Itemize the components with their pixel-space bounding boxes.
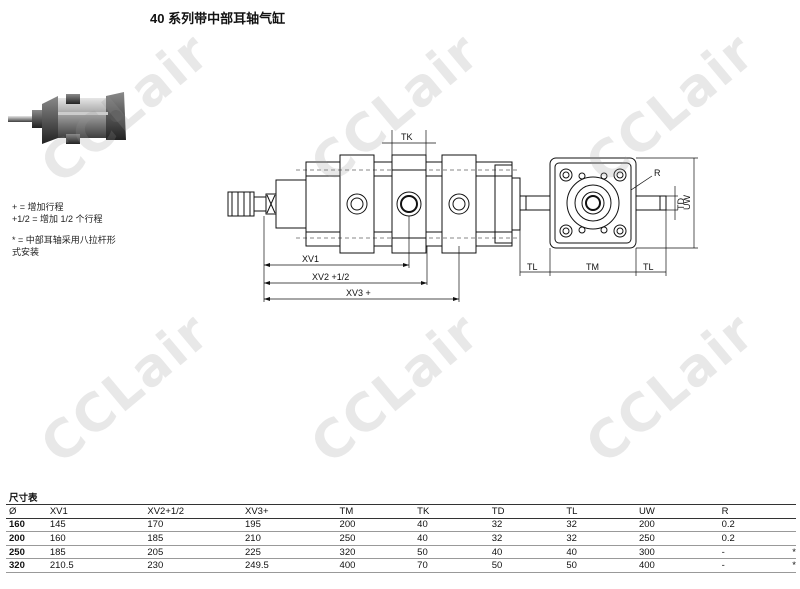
- dimension-table: 尺寸表 Ø XV1 XV2+1/2 XV3+ TM TK TD TL UW R …: [6, 490, 796, 573]
- table-row: 200 160 185 210 250 40 32 32 250 0.2: [6, 531, 796, 546]
- table-cell: 32: [488, 518, 564, 533]
- table-cell: [789, 518, 796, 533]
- table-cell: 205: [144, 545, 242, 560]
- tl-left-label: TL: [527, 262, 538, 272]
- table-header: [789, 504, 796, 519]
- table-cell: -: [718, 545, 790, 560]
- table-cell: *: [789, 545, 796, 560]
- table-cell: 160: [46, 531, 145, 546]
- watermark: CCLair: [575, 301, 767, 476]
- r-label: R: [654, 168, 661, 178]
- table-cell: 320: [6, 558, 47, 573]
- table-cell: 145: [46, 518, 145, 533]
- table-header: UW: [635, 504, 719, 519]
- table-header: XV3+: [242, 504, 337, 519]
- notes: + = 增加行程 +1/2 = 增加 1/2 个行程 * = 中部耳轴采用八拉杆…: [12, 201, 116, 258]
- table-cell: 40: [563, 545, 636, 560]
- table-cell: 0.2: [718, 518, 790, 533]
- watermark: CCLair: [300, 301, 492, 476]
- table-cell: 200: [336, 518, 415, 533]
- table-row: 250 185 205 225 320 50 40 40 300 - *: [6, 545, 796, 560]
- side-view: [227, 130, 521, 302]
- table-header: TM: [336, 504, 415, 519]
- xv3-label: XV3 +: [346, 288, 371, 298]
- page-title: 40 系列带中部耳轴气缸: [150, 11, 286, 26]
- note-star: * = 中部耳轴采用八拉杆形: [12, 235, 116, 245]
- uw-label: UW: [682, 195, 692, 210]
- table-cell: 225: [242, 545, 337, 560]
- cylinder-photo: [8, 92, 126, 144]
- end-view: [519, 157, 698, 276]
- table-cell: 40: [414, 531, 489, 546]
- table-cell: 40: [414, 518, 489, 533]
- table-cell: 400: [336, 558, 415, 573]
- watermark: CCLair: [30, 301, 222, 476]
- table-header-row: Ø XV1 XV2+1/2 XV3+ TM TK TD TL UW R: [6, 504, 796, 519]
- table-cell: 250: [336, 531, 415, 546]
- table-cell: 40: [488, 545, 564, 560]
- table-cell: 200: [635, 518, 719, 533]
- table-header: XV2+1/2: [144, 504, 242, 519]
- note-half: +1/2 = 增加 1/2 个行程: [12, 214, 103, 224]
- note-plus: + = 增加行程: [12, 202, 64, 212]
- table-cell: 70: [414, 558, 489, 573]
- table-cell: *: [789, 558, 796, 573]
- table-header: Ø: [6, 504, 47, 519]
- table-header: R: [718, 504, 790, 519]
- table-cell: 160: [6, 518, 47, 533]
- table-cell: 400: [635, 558, 719, 573]
- table-cell: 0.2: [718, 531, 790, 546]
- table-cell: [789, 531, 796, 546]
- table-cell: 320: [336, 545, 415, 560]
- note-star-cont: 式安装: [12, 247, 40, 257]
- table-cell: 300: [635, 545, 719, 560]
- table-cell: 210.5: [46, 558, 145, 573]
- table-cell: 50: [563, 558, 636, 573]
- table-cell: 32: [563, 518, 636, 533]
- table-cell: -: [718, 558, 790, 573]
- end-dim-labels: TL TM TL R TD UW: [527, 168, 692, 272]
- table-header: TL: [563, 504, 636, 519]
- table-cell: 230: [144, 558, 242, 573]
- table-row: 320 210.5 230 249.5 400 70 50 50 400 - *: [6, 558, 796, 573]
- table-cell: 50: [488, 558, 564, 573]
- table-cell: 200: [6, 531, 47, 546]
- technical-drawing: TK XV1 XV2 +1/2 XV3 +: [227, 130, 698, 302]
- tk-label: TK: [401, 132, 413, 142]
- xv1-label: XV1: [302, 254, 319, 264]
- table-cell: 195: [242, 518, 337, 533]
- table-cell: 50: [414, 545, 489, 560]
- table-cell: 185: [46, 545, 145, 560]
- table-header: TK: [414, 504, 489, 519]
- tm-label: TM: [586, 262, 599, 272]
- table-cell: 249.5: [242, 558, 337, 573]
- table-cell: 250: [6, 545, 47, 560]
- table-cell: 250: [635, 531, 719, 546]
- table-cell: 210: [242, 531, 337, 546]
- table-header: TD: [488, 504, 564, 519]
- table-caption: 尺寸表: [6, 490, 796, 505]
- table-row: 160 145 170 195 200 40 32 32 200 0.2: [6, 518, 796, 533]
- xv2-label: XV2 +1/2: [312, 272, 349, 282]
- td-label: TD: [676, 198, 686, 210]
- table-cell: 185: [144, 531, 242, 546]
- table-cell: 32: [563, 531, 636, 546]
- table-cell: 170: [144, 518, 242, 533]
- table-cell: 32: [488, 531, 564, 546]
- tl-right-label: TL: [643, 262, 654, 272]
- side-dim-labels: TK XV1 XV2 +1/2 XV3 +: [302, 132, 413, 298]
- table-header: XV1: [46, 504, 145, 519]
